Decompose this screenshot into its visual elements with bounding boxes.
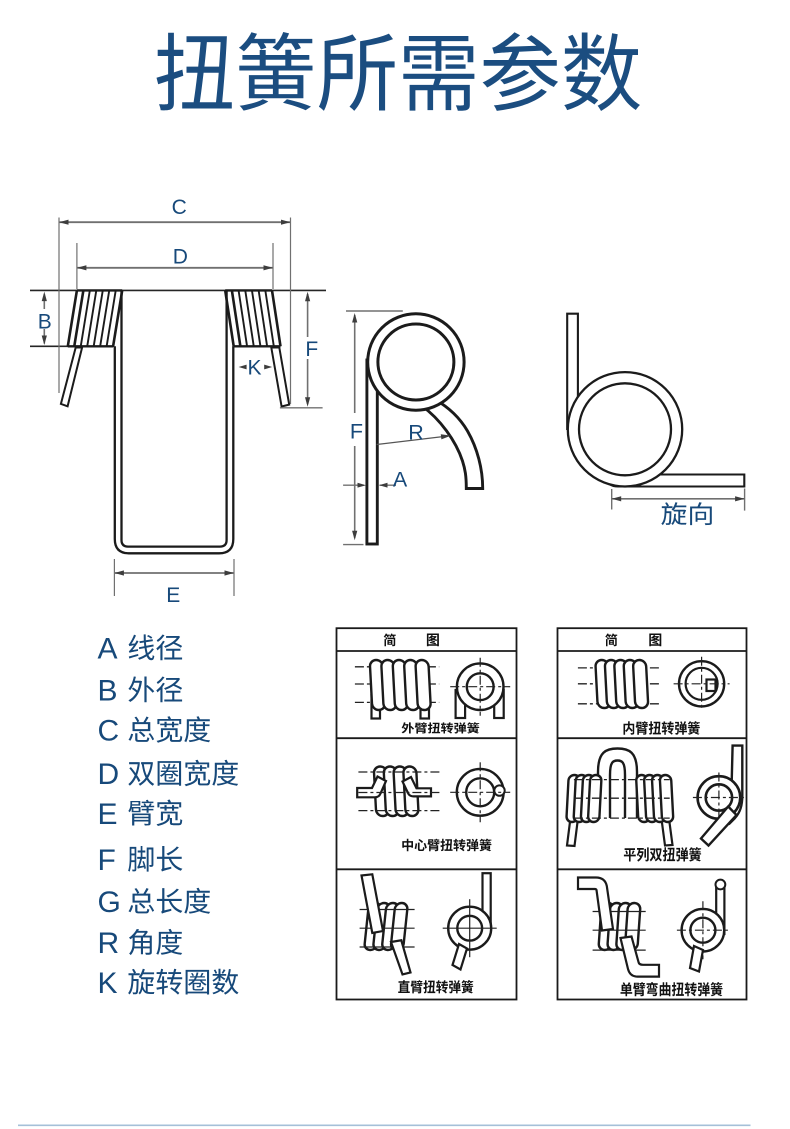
svg-text:R: R bbox=[408, 421, 424, 445]
svg-text:C: C bbox=[98, 715, 120, 748]
svg-text:F: F bbox=[305, 338, 318, 361]
svg-text:E: E bbox=[98, 798, 118, 831]
svg-text:K: K bbox=[247, 357, 261, 380]
svg-text:A: A bbox=[98, 633, 118, 666]
svg-text:A: A bbox=[393, 468, 408, 492]
svg-text:D: D bbox=[98, 758, 120, 791]
svg-text:G: G bbox=[98, 886, 121, 919]
svg-text:B: B bbox=[38, 311, 52, 334]
svg-text:R: R bbox=[98, 927, 120, 960]
svg-text:B: B bbox=[98, 675, 118, 708]
svg-text:E: E bbox=[166, 584, 180, 607]
svg-text:F: F bbox=[98, 844, 116, 877]
svg-text:D: D bbox=[173, 245, 188, 268]
svg-text:F: F bbox=[350, 420, 363, 444]
svg-text:C: C bbox=[172, 196, 187, 219]
svg-text:K: K bbox=[98, 967, 118, 1000]
